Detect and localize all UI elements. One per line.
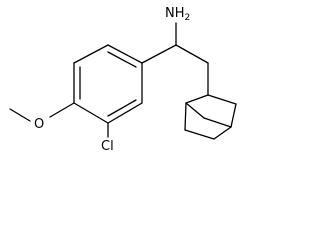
bond-o-to-methyl (9, 108, 31, 122)
benzene-ring (73, 44, 143, 124)
structure-drawing: NH2 Cl O (9, 6, 237, 154)
ring-inner-double-1 (107, 51, 137, 68)
ring-bond-1 (107, 44, 143, 64)
norbornane-bridge-1 (185, 102, 205, 119)
norbornane-bond-5 (184, 102, 187, 131)
methoxy-oxygen-label: O (34, 117, 44, 132)
bond-ch-to-ch2 (175, 44, 209, 64)
norbornane-bond-6 (185, 94, 209, 104)
bond-ring-to-o (49, 102, 75, 118)
bond-ring-to-ch (141, 44, 177, 64)
chloro-label: Cl (101, 139, 114, 154)
ring-bond-4 (73, 102, 109, 124)
structure-canvas: NH2 Cl O (9, 6, 237, 154)
atom-labels: NH2 Cl O (34, 6, 190, 154)
norbornane-bond-1 (207, 94, 237, 105)
norbornane-bridge-2 (203, 117, 232, 128)
norbornane-bond-4 (184, 129, 215, 140)
ring-bond-3 (107, 102, 143, 124)
ring-inner-double-2 (107, 99, 137, 117)
ring-bond-6 (73, 44, 109, 64)
norbornane-bond-2 (230, 103, 237, 128)
substituent-bonds (9, 102, 109, 138)
norbornane-ring (184, 94, 237, 140)
norbornane-bond-3 (213, 126, 232, 140)
amine-label: NH2 (165, 6, 190, 23)
side-chain (141, 22, 209, 96)
